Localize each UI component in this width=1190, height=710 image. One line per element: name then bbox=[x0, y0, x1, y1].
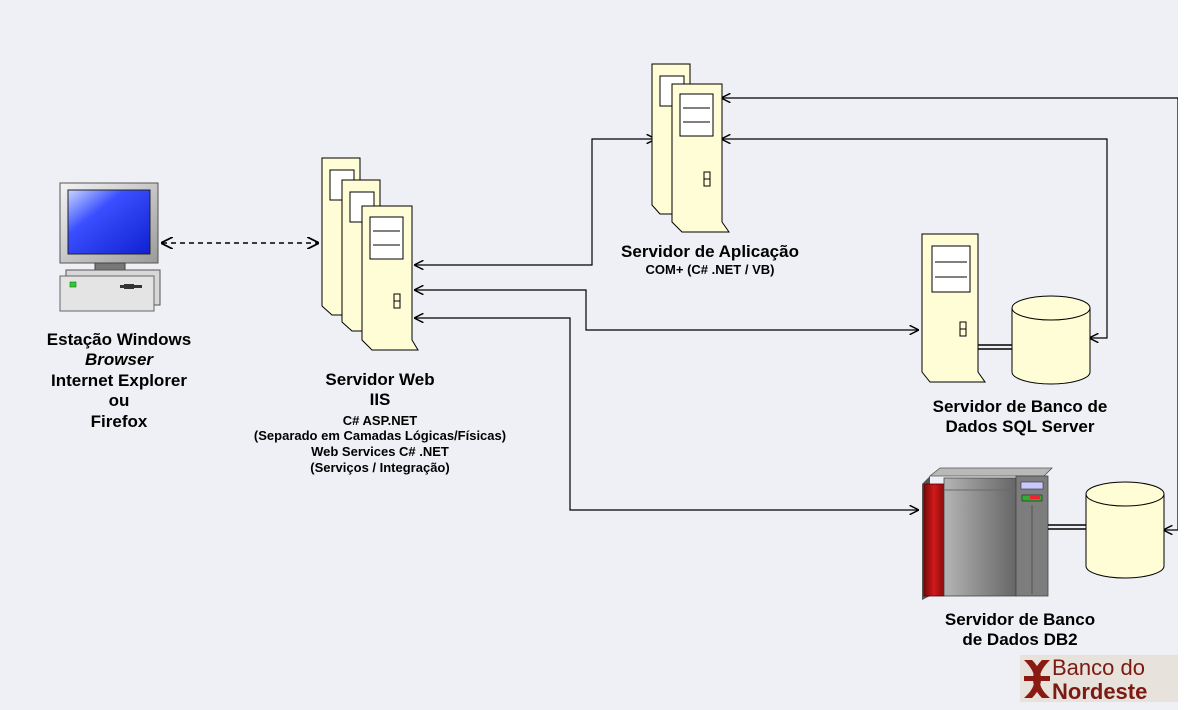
db2-server-label-line-1: Servidor de Banco bbox=[944, 610, 1096, 629]
banco-do-nordeste-logo-text: Banco do Nordeste bbox=[1052, 656, 1147, 704]
sql-server-label-line-1: Servidor de Banco de bbox=[932, 397, 1108, 416]
db2-mainframe-icon bbox=[922, 467, 1086, 600]
banco-do-nordeste-logo-mark bbox=[1020, 655, 1178, 702]
logo-line-2: Nordeste bbox=[1052, 679, 1148, 704]
web-server-tower-3 bbox=[361, 205, 419, 351]
app-server-label: Servidor de Aplicação COM+ (C# .NET / VB… bbox=[590, 242, 830, 278]
db2-server-label: Servidor de Banco de Dados DB2 bbox=[920, 610, 1120, 651]
sql-server-label-line-2: Dados SQL Server bbox=[945, 417, 1095, 437]
sql-database-cylinder-icon bbox=[1011, 295, 1091, 385]
workstation-label-line-5: Firefox bbox=[90, 411, 148, 431]
web-server-detail-line-4: (Serviços / Integração) bbox=[310, 459, 450, 475]
workstation-label-line-4: ou bbox=[108, 391, 130, 411]
frame-right-edge bbox=[1178, 0, 1190, 710]
sql-server-icon bbox=[921, 233, 1014, 383]
web-server-title-line-2: IIS bbox=[369, 390, 391, 410]
workstation-label-line-3: Internet Explorer bbox=[50, 370, 188, 390]
app-server-title: Servidor de Aplicação bbox=[621, 242, 799, 261]
connector-web-app bbox=[415, 139, 655, 265]
workstation-icon bbox=[59, 182, 161, 312]
web-server-title-line-1: Servidor Web bbox=[325, 370, 435, 389]
web-server-detail-line-1: C# ASP.NET bbox=[342, 412, 418, 428]
web-server-icon bbox=[321, 157, 419, 351]
app-server-detail: COM+ (C# .NET / VB) bbox=[645, 262, 775, 278]
web-server-detail-line-3: Web Services C# .NET bbox=[311, 443, 449, 459]
db2-database-cylinder-icon bbox=[1085, 481, 1165, 579]
app-server-tower-2 bbox=[671, 83, 730, 233]
workstation-label-line-1: Estação Windows bbox=[46, 330, 192, 349]
application-server-icon bbox=[651, 63, 730, 233]
web-server-detail-line-2: (Separado em Camadas Lógicas/Físicas) bbox=[253, 428, 507, 444]
connector-web-sqlserver bbox=[415, 290, 918, 330]
sql-server-label: Servidor de Banco de Dados SQL Server bbox=[900, 397, 1140, 438]
workstation-label: Estação Windows Browser Internet Explore… bbox=[14, 330, 224, 432]
workstation-label-line-2: Browser bbox=[84, 350, 154, 370]
web-server-label: Servidor Web IIS C# ASP.NET (Separado em… bbox=[210, 370, 550, 475]
logo-line-1: Banco do bbox=[1052, 655, 1145, 680]
db2-server-label-line-2: de Dados DB2 bbox=[962, 630, 1078, 650]
